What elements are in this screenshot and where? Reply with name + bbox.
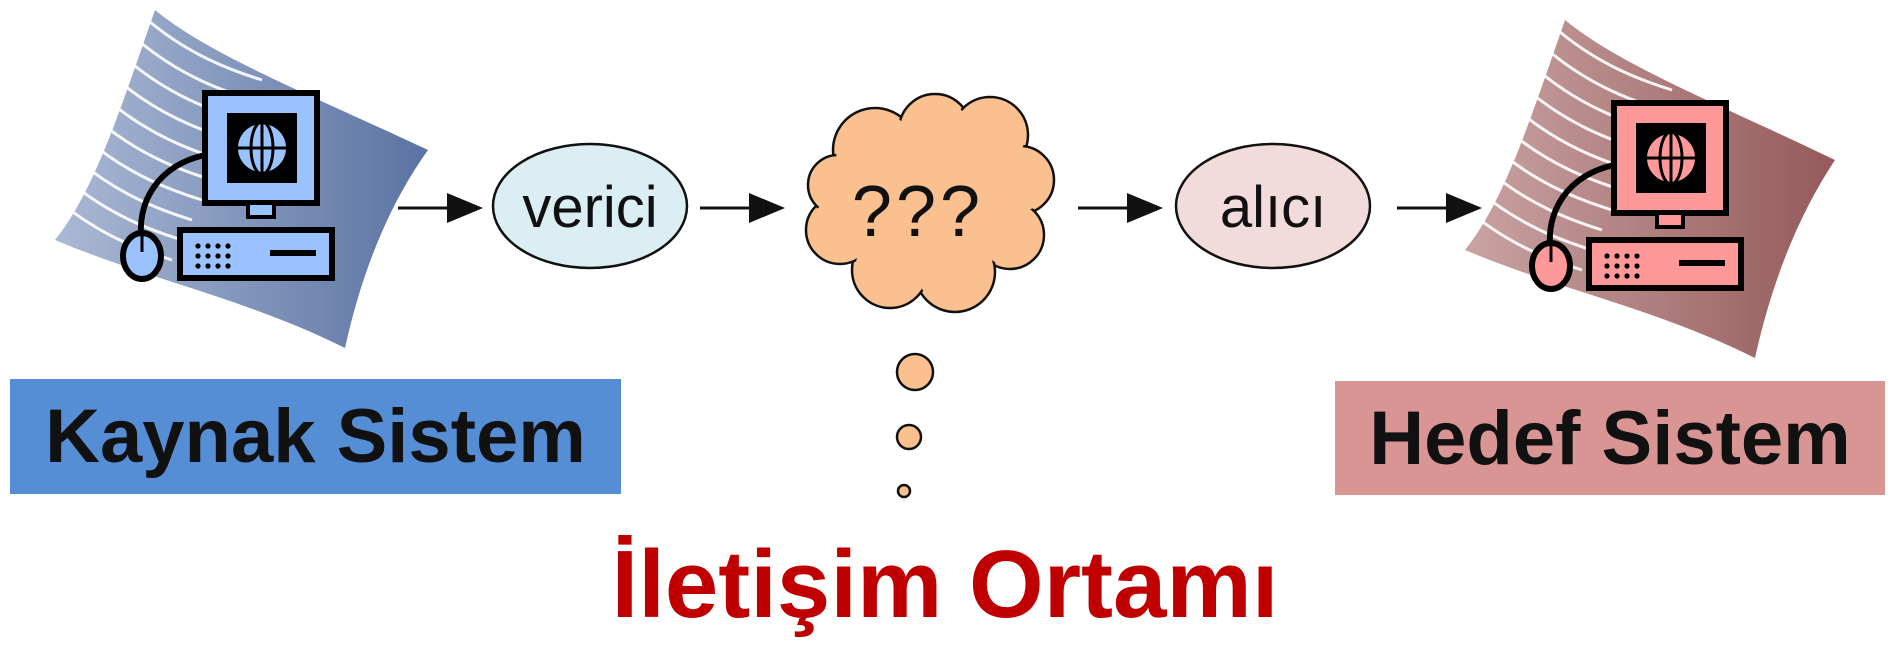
thought-bubble-large [895, 352, 935, 392]
thought-bubbles [895, 352, 935, 499]
source-computer-icon [55, 10, 428, 348]
transmitter-node: verici [491, 142, 689, 270]
transmitter-label: verici [522, 175, 657, 240]
thought-bubble-medium [895, 423, 923, 451]
medium-cloud: ??? [804, 92, 1056, 314]
globe-icon [234, 120, 290, 176]
thought-bubble-small [896, 483, 912, 499]
target-system-label-box: Hedef Sistem [1335, 381, 1885, 495]
medium-cloud-label: ??? [852, 172, 984, 252]
target-computer-icon [1465, 20, 1835, 358]
medium-title: İletişim Ortamı [611, 531, 1279, 638]
source-system-label: Kaynak Sistem [45, 394, 586, 479]
receiver-label: alıcı [1220, 175, 1326, 240]
globe-icon [1643, 130, 1699, 186]
target-system-label: Hedef Sistem [1369, 395, 1851, 481]
source-system-label-box: Kaynak Sistem [10, 379, 621, 494]
receiver-node: alıcı [1174, 142, 1372, 270]
